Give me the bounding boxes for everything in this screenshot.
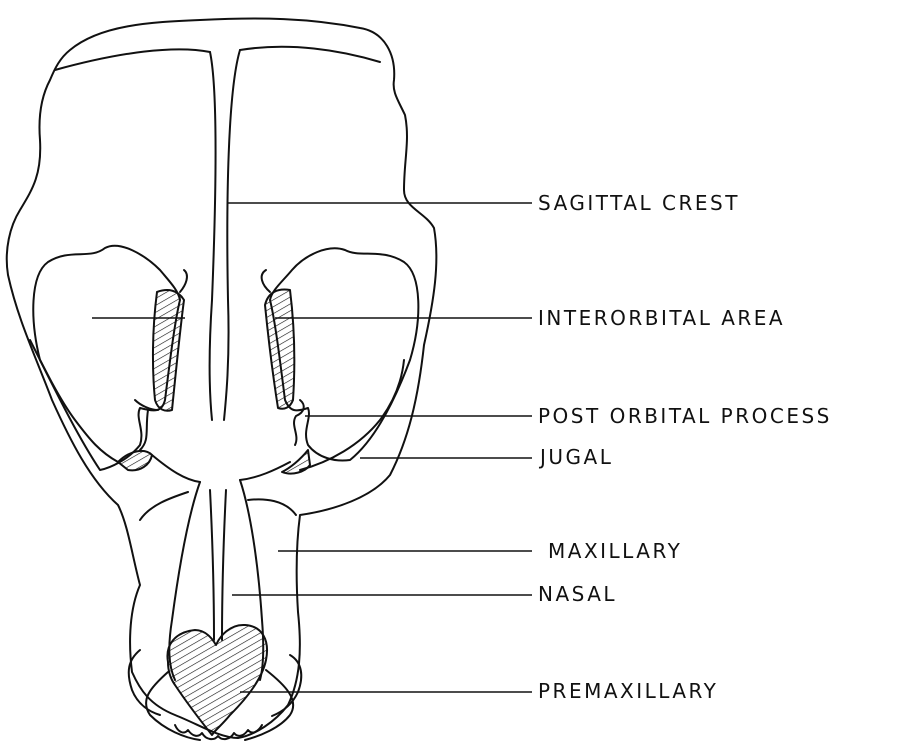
sagittal-crest-left xyxy=(210,52,216,420)
orbit-hook-right xyxy=(262,270,270,292)
interorbital-area-left xyxy=(153,290,184,411)
premaxillary-side-right xyxy=(272,655,301,716)
label-premaxillary: PREMAXILLARY xyxy=(538,679,718,703)
nasal-midline xyxy=(210,490,214,640)
sagittal-crest-right xyxy=(224,50,240,420)
interorbital-area-right xyxy=(265,290,294,409)
label-post-orbital-process: POST ORBITAL PROCESS xyxy=(538,404,832,428)
post-orbital-process-right xyxy=(282,450,310,474)
label-sagittal-crest: SAGITTAL CREST xyxy=(538,191,740,215)
orbit-hook-left xyxy=(180,270,187,292)
label-interorbital-area: INTERORBITAL AREA xyxy=(538,306,785,330)
label-nasal: NASAL xyxy=(538,582,617,606)
label-maxillary: MAXILLARY xyxy=(548,539,682,563)
post-orbital-notch-right xyxy=(294,400,304,445)
maxillary-outline xyxy=(140,492,296,520)
nasal-midline-2 xyxy=(222,490,226,640)
post-orbital-notch-left xyxy=(135,400,158,450)
post-orbital-process-left xyxy=(118,451,152,470)
label-jugal: JUGAL xyxy=(538,445,613,469)
frontal-contour xyxy=(152,455,290,482)
cranial-cap-line xyxy=(55,47,380,70)
